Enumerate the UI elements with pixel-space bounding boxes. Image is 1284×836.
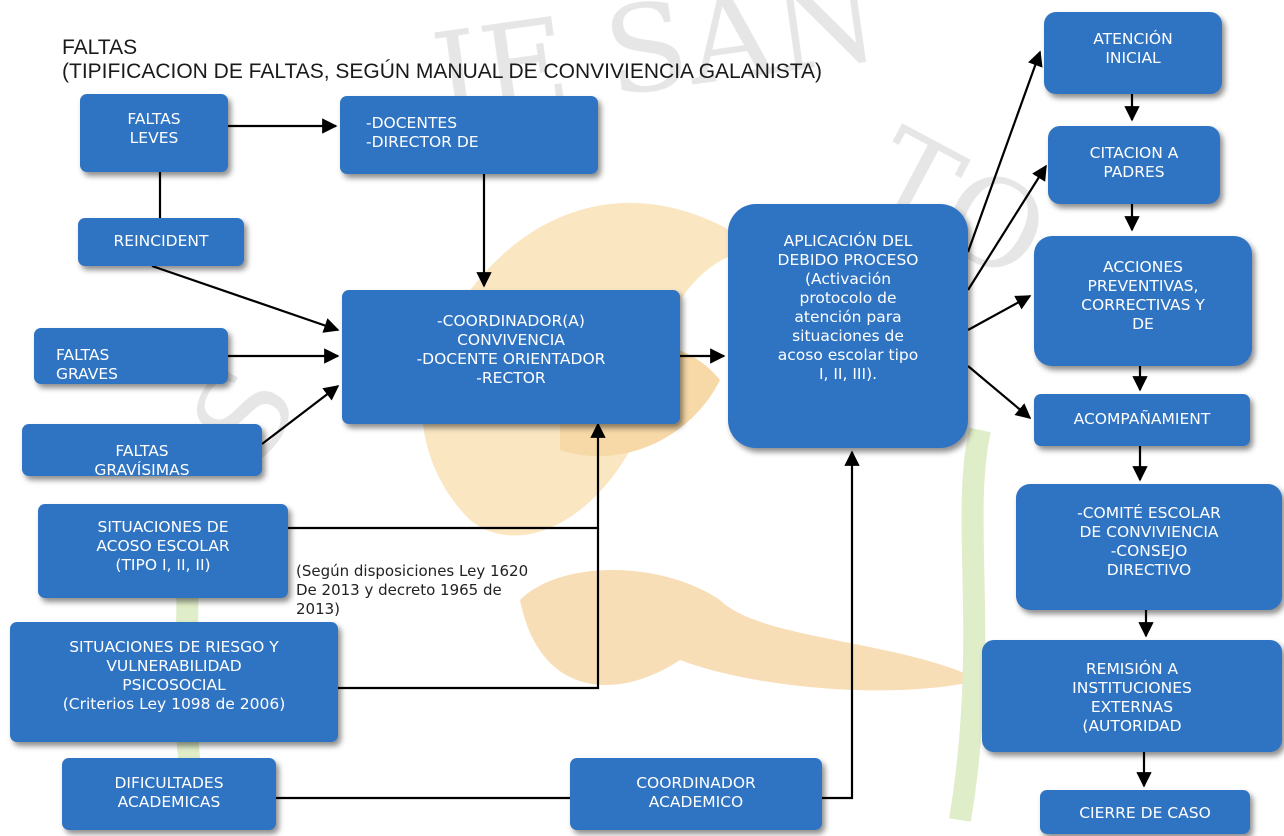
box-line: FALTAS (56, 346, 110, 364)
box-line: I, II, III). (818, 365, 878, 383)
box-line: -CONSEJO (1110, 542, 1188, 560)
box-line: SITUACIONES DE RIESGO Y (69, 638, 279, 656)
box-comite-escolar: -COMITÉ ESCOLAR DE CONVIVIENCIA -CONSEJO… (1016, 484, 1282, 610)
box-line: DE (1132, 315, 1154, 333)
box-line: CORRECTIVAS Y (1081, 296, 1205, 314)
box-line: INICIAL (1105, 49, 1161, 67)
box-line: (Criterios Ley 1098 de 2006) (62, 695, 286, 713)
box-line: CONVIVENCIA (457, 331, 565, 349)
note-line: De 2013 y decreto 1965 de (296, 581, 502, 599)
box-line: APLICACIÓN DEL (783, 232, 913, 250)
box-line: ACADEMICO (648, 793, 744, 811)
note-line: 2013) (296, 600, 341, 616)
box-line: -COORDINADOR(A) (437, 312, 585, 330)
box-line: ACCIONES (1103, 258, 1183, 276)
box-line: -DOCENTE ORIENTADOR (416, 350, 606, 368)
note-line: (Según disposiciones Ley 1620 (296, 562, 529, 580)
box-line: (TIPO I, II, II) (115, 556, 211, 574)
box-citacion-padres: CITACION A PADRES (1048, 126, 1220, 204)
diagram-subtitle: (TIPIFICACION DE FALTAS, SEGÚN MANUAL DE… (62, 60, 823, 83)
box-line: acoso escolar tipo (777, 346, 919, 364)
box-line: GRAVÍSIMAS (94, 461, 190, 476)
box-line: DIRECTIVO (1106, 561, 1192, 579)
box-line: atención para (794, 308, 902, 326)
box-situaciones-acoso: SITUACIONES DE ACOSO ESCOLAR (TIPO I, II… (38, 504, 288, 598)
box-line: LEVES (129, 129, 179, 147)
box-acompanamiento: ACOMPAÑAMIENT (1034, 394, 1250, 446)
box-reincident: REINCIDENT (78, 218, 244, 266)
watermark-leaf-right (949, 427, 991, 822)
box-line: ATENCIÓN (1093, 30, 1173, 48)
box-line: REINCIDENT (113, 232, 209, 250)
box-line: CITACION A (1089, 144, 1179, 162)
box-docentes: -DOCENTES -DIRECTOR DE (340, 96, 598, 174)
box-situaciones-riesgo: SITUACIONES DE RIESGO Y VULNERABILIDAD P… (10, 622, 338, 742)
box-line: -COMITÉ ESCOLAR (1077, 504, 1221, 522)
box-cierre-de-caso: CIERRE DE CASO (1040, 790, 1250, 834)
box-coordinador-convivencia: -COORDINADOR(A) CONVIVENCIA -DOCENTE ORI… (342, 290, 680, 424)
box-line: GRAVES (56, 365, 118, 383)
box-faltas-graves: FALTAS GRAVES (34, 328, 228, 384)
box-line: DEBIDO PROCESO (777, 251, 919, 269)
box-line: ACOSO ESCOLAR (96, 537, 230, 555)
box-line: SITUACIONES DE (97, 518, 229, 536)
box-line: PADRES (1103, 163, 1165, 181)
box-acciones-preventivas: ACCIONES PREVENTIVAS, CORRECTIVAS Y DE (1034, 236, 1252, 366)
box-atencion-inicial: ATENCIÓN INICIAL (1044, 12, 1222, 94)
box-line: FALTAS (127, 110, 181, 128)
box-line: REMISIÓN A (1085, 660, 1179, 678)
box-line: FALTAS (115, 442, 169, 460)
box-faltas-leves: FALTAS LEVES (80, 94, 228, 172)
box-debido-proceso: APLICACIÓN DEL DEBIDO PROCESO (Activació… (728, 204, 968, 448)
box-faltas-gravisimas: FALTAS GRAVÍSIMAS (22, 424, 262, 476)
box-line: COORDINADOR (636, 774, 756, 792)
box-line: EXTERNAS (1090, 698, 1174, 716)
box-line: (Activación (804, 270, 892, 288)
box-remision-instituciones: REMISIÓN A INSTITUCIONES EXTERNAS (AUTOR… (982, 640, 1282, 752)
box-line: (AUTORIDAD (1082, 717, 1182, 735)
box-line: INSTITUCIONES (1072, 679, 1192, 697)
box-coordinador-academico: COORDINADOR ACADEMICO (570, 758, 822, 830)
box-line: protocolo de (799, 289, 897, 307)
box-line: -DOCENTES (366, 114, 458, 132)
box-line: -RECTOR (476, 369, 546, 387)
box-line: PREVENTIVAS, (1087, 277, 1199, 295)
box-line: PSICOSOCIAL (122, 676, 226, 694)
diagram-title: FALTAS (62, 36, 138, 59)
box-line: VULNERABILIDAD (106, 657, 242, 675)
watermark-figure-base (520, 570, 980, 691)
box-line: DIFICULTADES (114, 774, 224, 792)
box-line: ACOMPAÑAMIENT (1073, 410, 1211, 428)
box-line: situaciones de (792, 327, 904, 345)
box-dificultades-academicas: DIFICULTADES ACADEMICAS (62, 758, 276, 830)
box-line: DE CONVIVIENCIA (1079, 523, 1219, 541)
box-line: CIERRE DE CASO (1079, 804, 1211, 822)
box-line: -DIRECTOR DE (366, 133, 479, 151)
note-ley-1620: (Según disposiciones Ley 1620 De 2013 y … (296, 562, 586, 616)
box-line: ACADEMICAS (117, 793, 221, 811)
